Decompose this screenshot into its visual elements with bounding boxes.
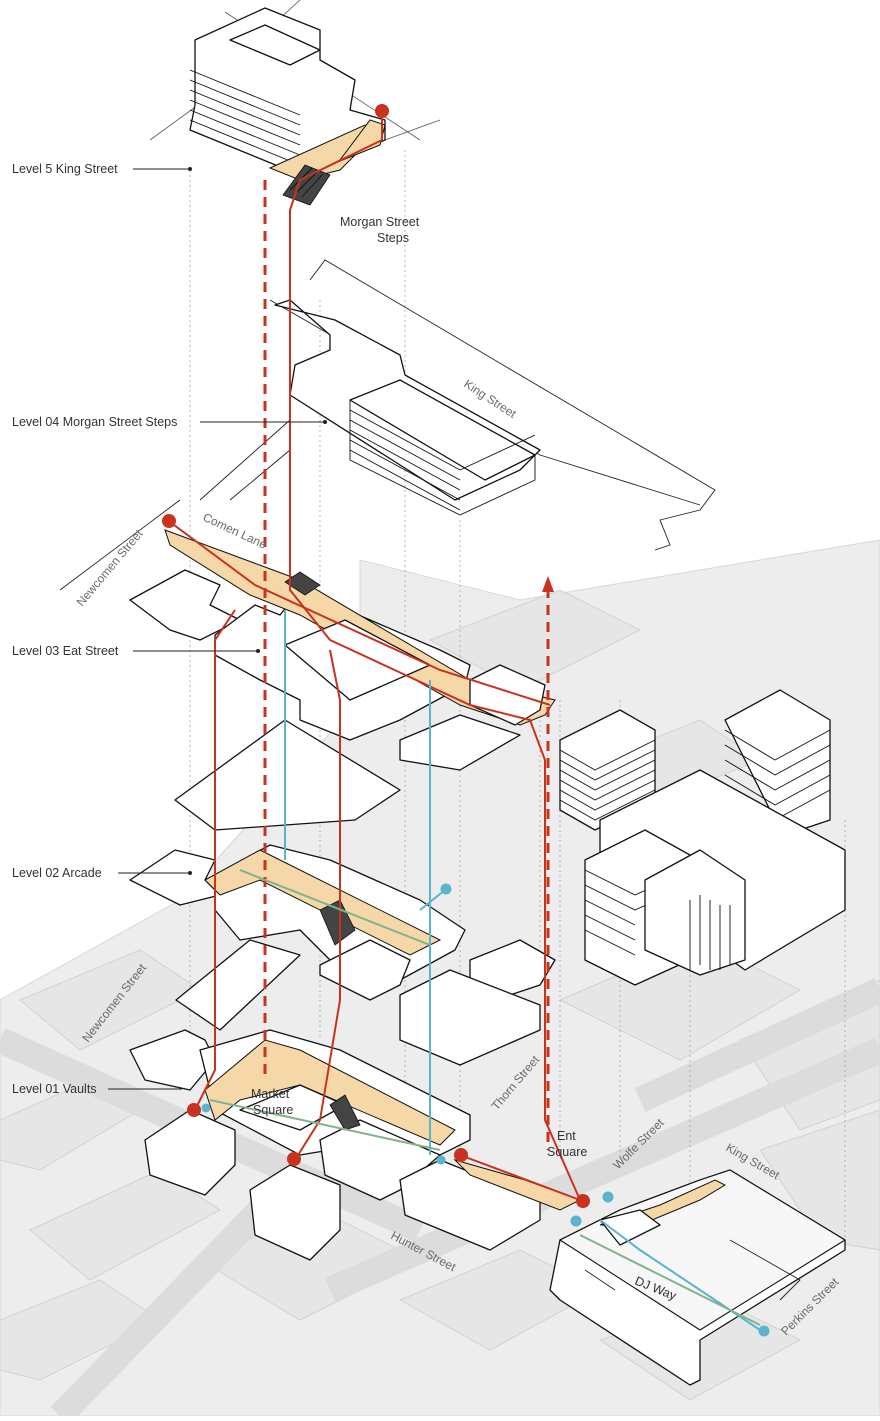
level-5-building — [150, 0, 440, 205]
node-blue-thorn — [437, 1156, 446, 1165]
node-wolfe-street — [576, 1194, 590, 1208]
label-ent-square: Square — [547, 1145, 587, 1159]
label-morgan-street: Morgan Street — [340, 215, 420, 229]
node-blue-wolfe — [603, 1192, 614, 1203]
node-blue-dj-way — [571, 1216, 582, 1227]
node-hunter-street — [287, 1152, 301, 1166]
label-ent: Ent — [557, 1129, 576, 1143]
label-level-5: Level 5 King Street — [12, 162, 118, 176]
node-vaults — [187, 1103, 201, 1117]
label-level-2: Level 02 Arcade — [12, 866, 102, 880]
node-thorn-street — [454, 1148, 468, 1162]
node-blue-vaults — [202, 1104, 211, 1113]
node-king-street — [375, 104, 389, 118]
label-market: Market — [251, 1087, 290, 1101]
label-level-1: Level 01 Vaults — [12, 1082, 97, 1096]
node-blue-arcade — [441, 884, 452, 895]
label-square: Square — [253, 1103, 293, 1117]
label-level-3: Level 03 Eat Street — [12, 644, 119, 658]
node-newcomen-street — [162, 514, 176, 528]
label-morgan-steps: Steps — [377, 231, 409, 245]
street-comen-lane: Comen Lane — [201, 510, 269, 552]
node-blue-perkins — [759, 1326, 770, 1337]
arrow-up-icon — [542, 576, 554, 592]
label-level-4: Level 04 Morgan Street Steps — [12, 415, 177, 429]
